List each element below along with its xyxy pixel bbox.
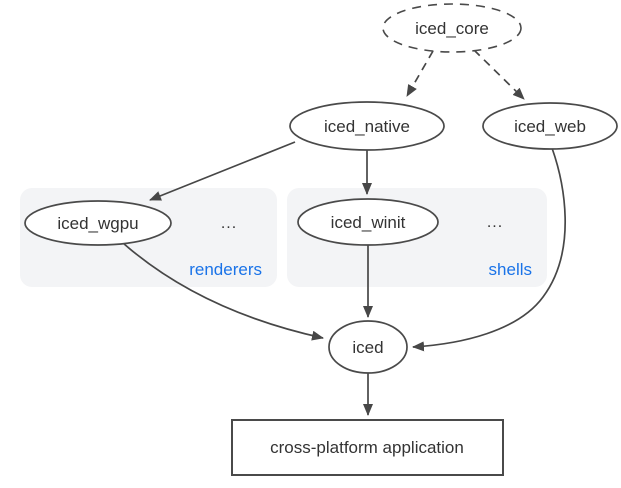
node-iced-web: iced_web	[482, 102, 618, 150]
application-label: cross-platform application	[270, 438, 464, 457]
node-iced-wgpu: iced_wgpu	[24, 200, 172, 246]
renderers-group-label: renderers	[189, 260, 262, 279]
application-rect	[231, 419, 504, 476]
node-iced: iced	[328, 320, 408, 374]
iced-ellipse	[328, 320, 408, 374]
iced-native-ellipse	[289, 101, 445, 151]
iced-wgpu-label: iced_wgpu	[57, 214, 138, 233]
shells-ellipsis: ...	[487, 214, 503, 231]
edge-iced-wgpu-to-iced	[122, 242, 324, 341]
node-iced-winit: iced_winit	[297, 198, 439, 246]
iced-web-label: iced_web	[514, 117, 586, 136]
node-iced-native: iced_native	[289, 101, 445, 151]
iced-winit-ellipse	[297, 198, 439, 246]
shells-group-label: shells	[489, 260, 532, 279]
iced-winit-label: iced_winit	[331, 213, 406, 232]
edge-iced-core-to-iced-native	[406, 50, 434, 97]
edge-iced-web-to-iced	[412, 147, 567, 352]
node-iced-core: iced_core	[382, 3, 522, 53]
iced-native-label: iced_native	[324, 117, 410, 136]
iced-web-ellipse	[482, 102, 618, 150]
iced-wgpu-ellipse	[24, 200, 172, 246]
iced-core-label: iced_core	[415, 19, 489, 38]
node-application: cross-platform application	[231, 419, 504, 476]
iced-label: iced	[352, 338, 383, 357]
edge-iced-native-to-iced-wgpu	[149, 141, 296, 201]
edge-iced-core-to-iced-web	[473, 49, 525, 100]
renderers-ellipsis: ...	[221, 215, 237, 232]
iced-core-ellipse	[382, 3, 522, 53]
